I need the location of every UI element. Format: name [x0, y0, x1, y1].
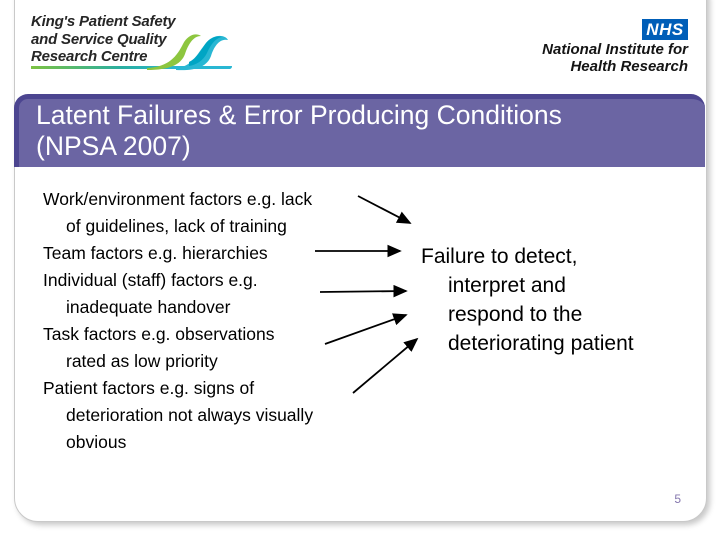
factors-list: Work/environment factors e.g. lack of gu…: [43, 186, 383, 456]
factor-team: Team factors e.g. hierarchies: [43, 243, 268, 263]
factor-patient: Patient factors e.g. signs of: [43, 378, 255, 398]
factor-work-environment-cont: of guidelines, lack of training: [66, 216, 287, 236]
slide-title-line: (NPSA 2007): [36, 131, 191, 161]
kings-logo-line: Research Centre: [31, 48, 148, 65]
kings-logo-line: King's Patient Safety: [31, 13, 176, 30]
nihr-logo-line: National Institute for: [542, 41, 688, 58]
factor-work-environment: Work/environment factors e.g. lack: [43, 189, 313, 209]
slide-title-bar: Latent Failures & Error Producing Condit…: [14, 94, 705, 167]
outcome-text: Failure to detect, interpret and respond…: [421, 242, 634, 358]
factor-patient-cont: obvious: [66, 432, 127, 452]
factor-task: Task factors e.g. observations: [43, 324, 275, 344]
outcome-line: interpret and: [448, 274, 566, 297]
nhs-logo: NHS: [642, 19, 688, 40]
nihr-logo: NHS National Institute for Health Resear…: [542, 19, 688, 75]
nihr-logo-line: Health Research: [570, 58, 688, 75]
factor-patient-cont: deterioration not always visually: [66, 405, 314, 425]
page-number: 5: [674, 492, 681, 506]
outcome-line: deteriorating patient: [448, 332, 634, 355]
factor-individual-cont: inadequate handover: [66, 297, 231, 317]
slide-card: King's Patient Safety and Service Qualit…: [14, 0, 707, 522]
outcome-line: respond to the: [448, 303, 583, 326]
kings-psq-logo: King's Patient Safety and Service Qualit…: [31, 13, 176, 66]
slide-title-line: Latent Failures & Error Producing Condit…: [36, 100, 562, 130]
factor-individual: Individual (staff) factors e.g.: [43, 270, 258, 290]
wave-ribbon-icon: [31, 34, 232, 71]
outcome-line: Failure to detect,: [421, 245, 578, 268]
factor-task-cont: rated as low priority: [66, 351, 218, 371]
kings-logo-line: and Service Quality: [31, 30, 167, 48]
